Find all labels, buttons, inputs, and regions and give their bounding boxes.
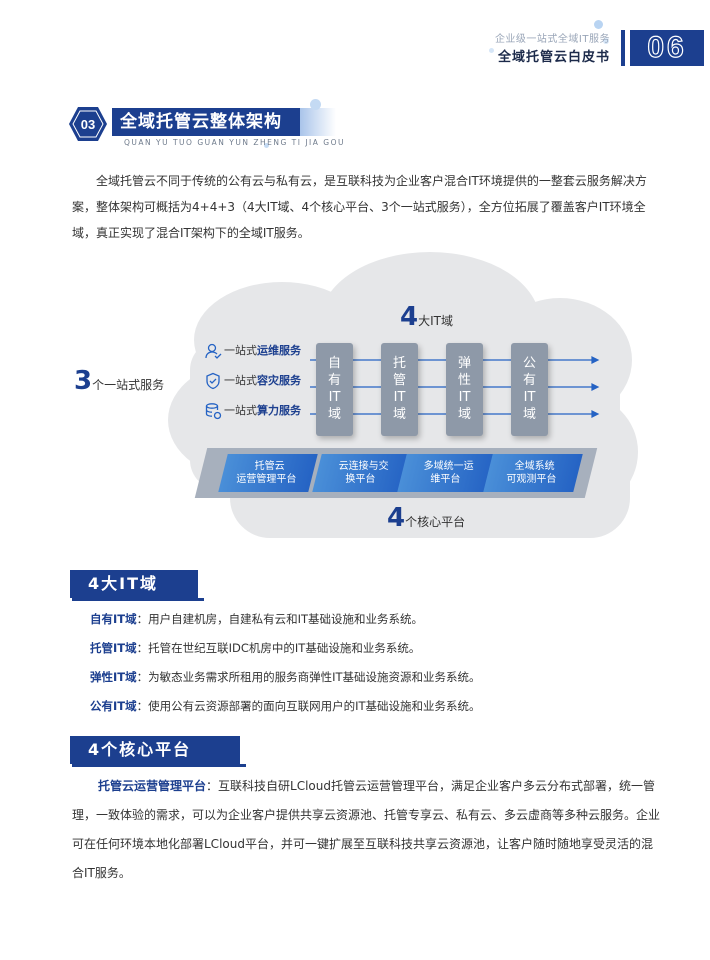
platform-paragraph: 托管云运营管理平台：互联科技自研LCloud托管云运营管理平台，满足企业客户多云… <box>72 779 661 880</box>
section-pinyin: QUAN YU TUO GUAN YUN ZHENG TI JIA GOU <box>124 138 345 147</box>
section-title-fade <box>300 108 336 136</box>
page-number: 06 <box>630 30 704 66</box>
service-compute: 一站式算力服务 <box>204 401 301 421</box>
header-decor-dot <box>594 20 603 29</box>
header-decor-dot <box>489 48 494 53</box>
header-title: 全域托管云白皮书 <box>497 50 610 65</box>
section-title: 全域托管云整体架构 <box>112 108 302 136</box>
platforms-heading-underline <box>72 764 246 767</box>
services-count-label: 3个一站式服务 <box>74 366 165 396</box>
section-decor-dot <box>310 99 321 110</box>
database-icon <box>205 403 222 420</box>
platform-unified-ops: 多域统一运维平台 <box>397 454 497 492</box>
user-icon <box>205 343 222 359</box>
header-decor-dot <box>603 38 609 44</box>
header-divider <box>621 30 625 66</box>
platform-observability: 全域系统可观测平台 <box>483 454 583 492</box>
section-decor-dot <box>264 143 269 148</box>
header-subtitle: 企业级一站式全域IT服务 <box>494 34 610 45</box>
service-dr: 一站式容灾服务 <box>204 371 301 391</box>
domains-count-label: 4大IT域 <box>400 302 453 332</box>
section-number: 03 <box>81 117 95 132</box>
domains-heading: 4大IT域 <box>70 570 198 598</box>
shield-check-icon <box>206 372 220 390</box>
service-ops: 一站式运维服务 <box>204 341 301 361</box>
section-number-hexagon: 03 <box>69 107 107 141</box>
platforms-heading: 4个核心平台 <box>70 736 240 764</box>
platforms-count-label: 4个核心平台 <box>387 503 466 533</box>
intro-paragraph: 全域托管云不同于传统的公有云与私有云，是互联科技为企业客户混合IT环境提供的一整… <box>72 174 647 240</box>
domain-definition: 自有IT域：用户自建机房，自建私有云和IT基础设施和业务系统。 <box>90 612 424 626</box>
domain-definition: 弹性IT域：为敏态业务需求所租用的服务商弹性IT基础设施资源和业务系统。 <box>90 670 481 684</box>
platform-cloud-connect: 云连接与交换平台 <box>312 454 412 492</box>
domains-heading-underline <box>72 598 204 601</box>
platform-ops-mgmt: 托管云运营管理平台 <box>218 454 318 492</box>
domain-definition: 托管IT域：托管在世纪互联IDC机房中的IT基础设施和业务系统。 <box>90 641 421 655</box>
domain-definition: 公有IT域：使用公有云资源部署的面向互联网用户的IT基础设施和业务系统。 <box>90 699 481 713</box>
